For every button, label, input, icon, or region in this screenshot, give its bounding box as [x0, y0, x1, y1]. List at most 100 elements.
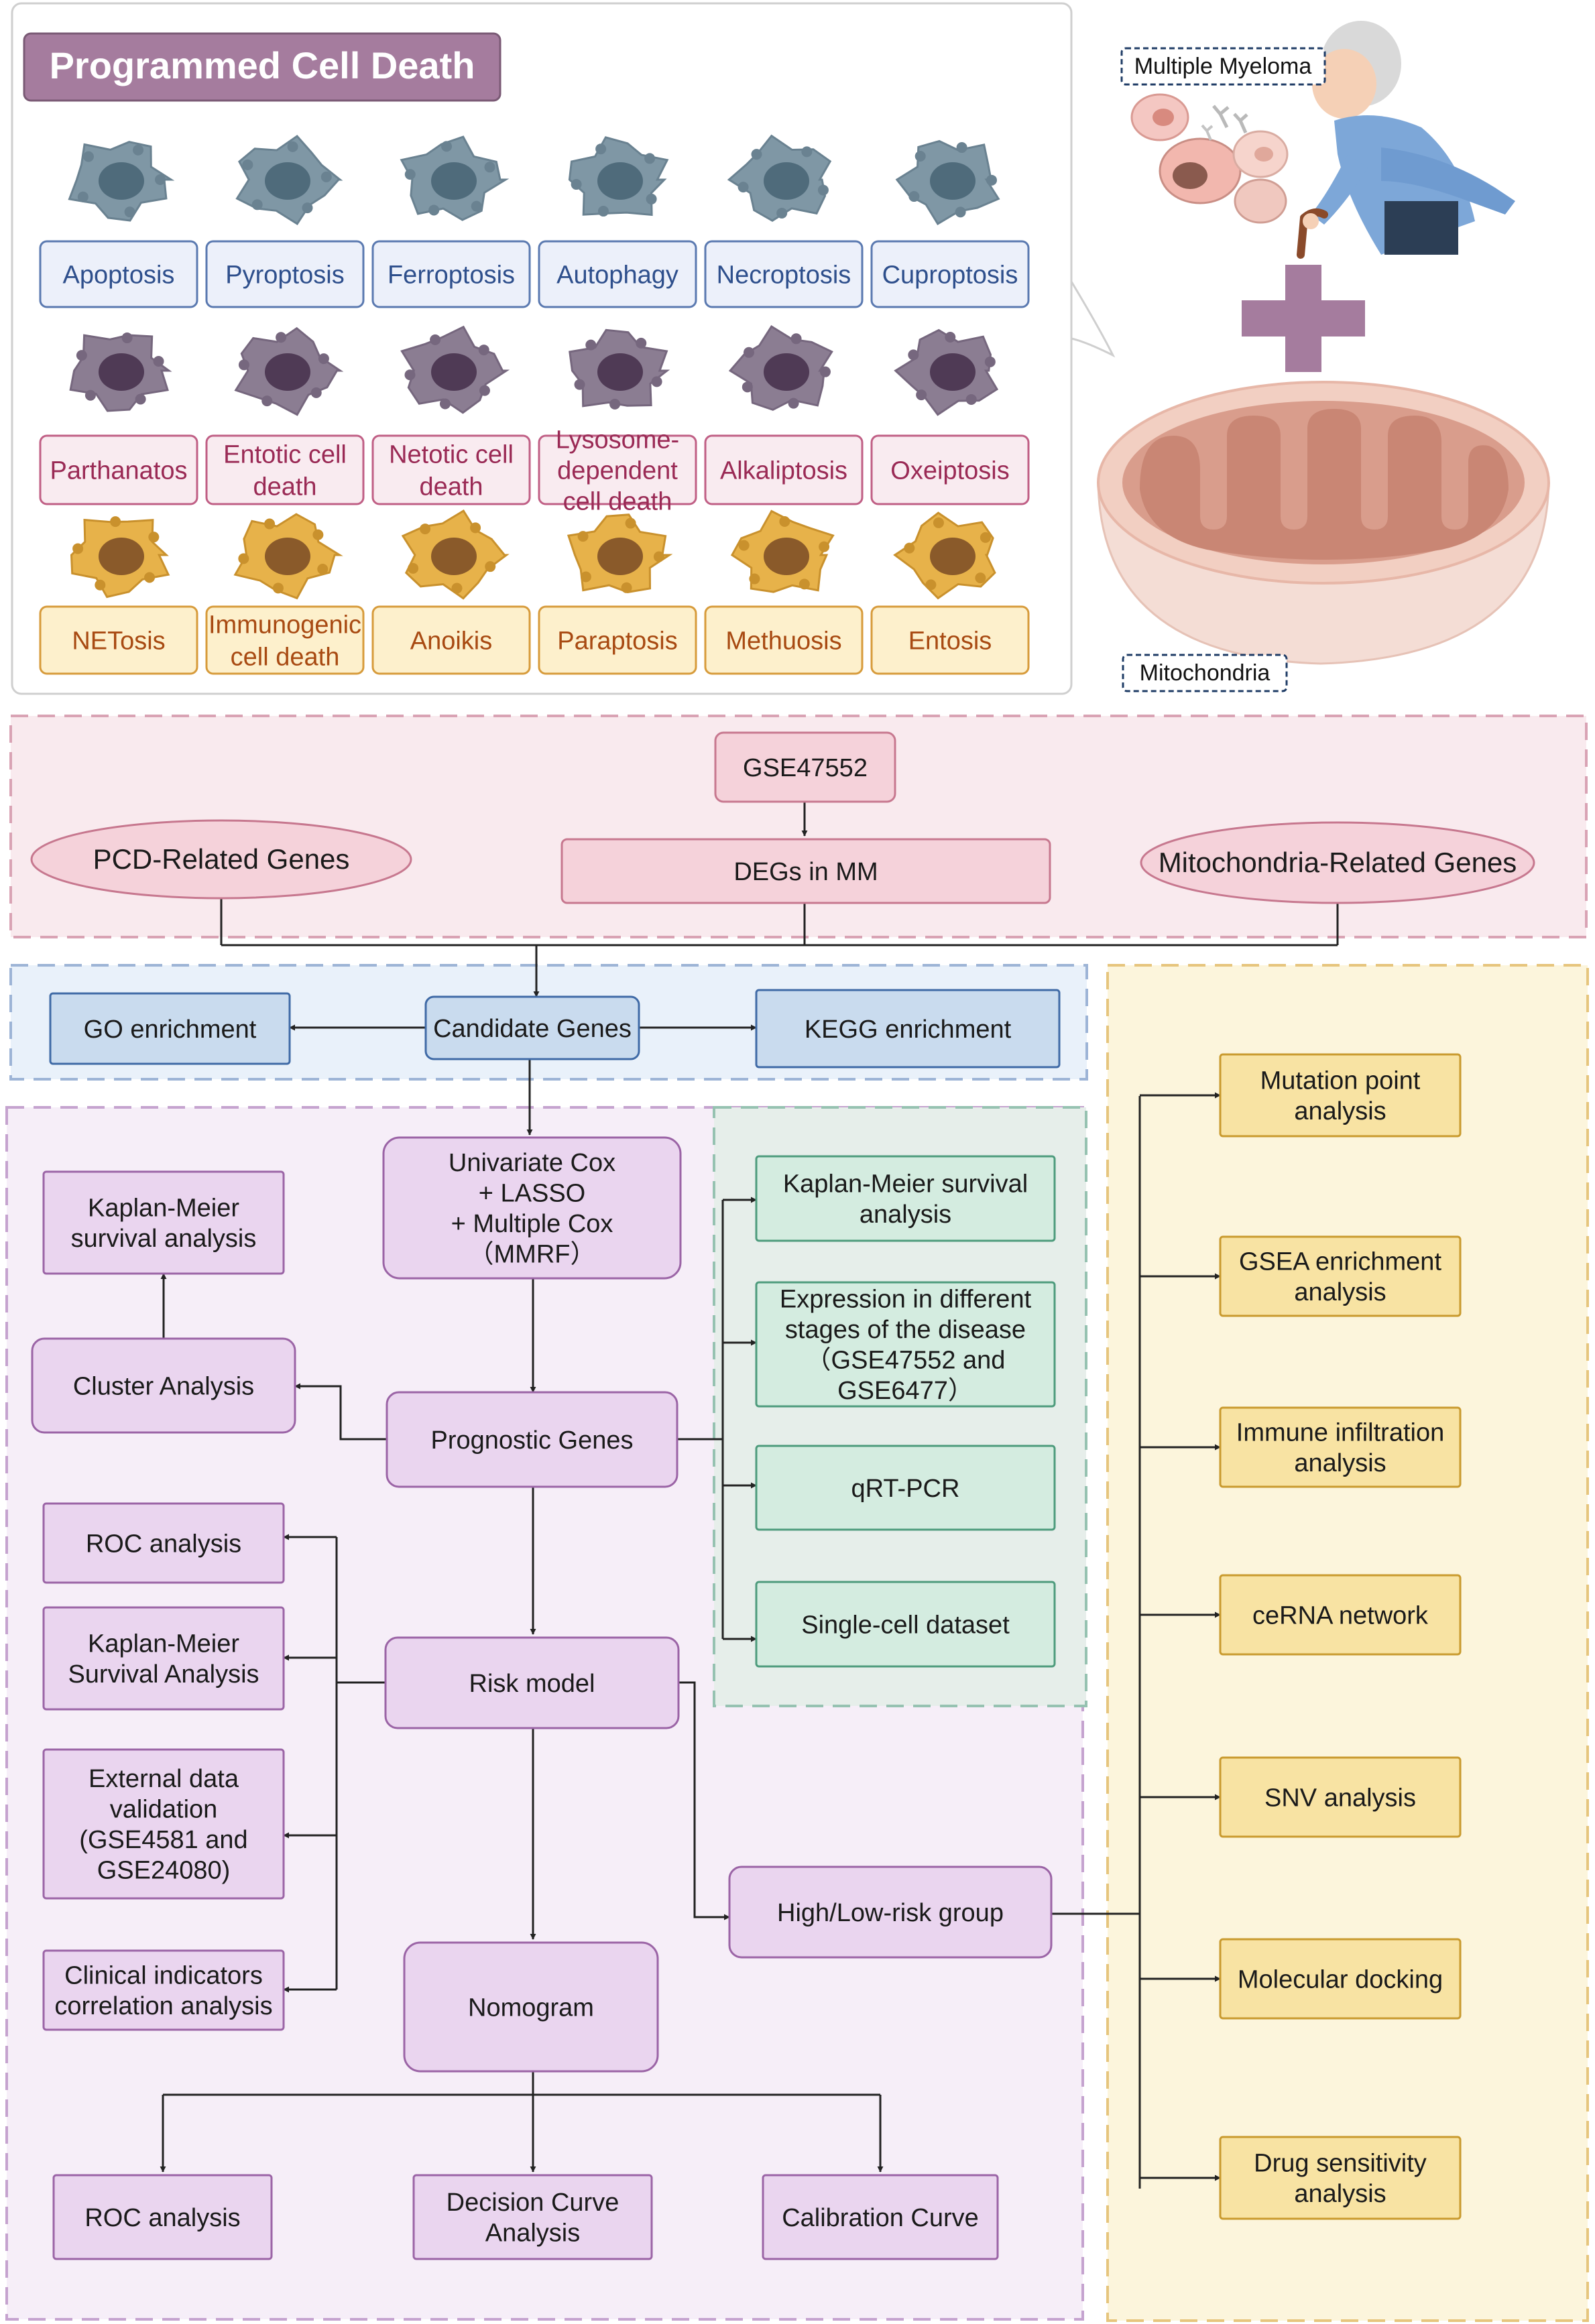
cell-icon-fragment — [287, 141, 298, 152]
right-item-3-text: ceRNA network — [1252, 1601, 1429, 1630]
right-item-5-text: Molecular docking — [1238, 1965, 1443, 1994]
km-top-box-text: survival analysis — [71, 1225, 257, 1253]
cell-icon-fragment — [965, 393, 977, 405]
right-item-3-shape — [1219, 1574, 1462, 1656]
pcd-cell-0-0: Apoptosis — [39, 141, 198, 308]
dca-box-text: Analysis — [485, 2219, 581, 2248]
prognostic-box: Prognostic Genes — [386, 1391, 678, 1488]
cell-icon-fragment — [738, 540, 750, 551]
right-item-4-text: SNV analysis — [1264, 1784, 1416, 1812]
right-item-0-text: Mutation point — [1260, 1067, 1421, 1095]
cell-icon-fragment — [819, 366, 831, 377]
val-singlecell-box-shape — [755, 1581, 1056, 1668]
cell-icon-fragment — [636, 337, 647, 349]
gse-box-shape — [714, 731, 896, 803]
right-item-3: ceRNA network — [1219, 1574, 1462, 1656]
speech-tail — [1070, 278, 1116, 358]
right-item-2-shape — [1219, 1406, 1462, 1488]
cell-icon-fragment — [749, 573, 760, 585]
cluster-box: Cluster Analysis — [31, 1337, 296, 1434]
pcd-label-box — [371, 434, 531, 505]
pcd-label: Ferroptosis — [388, 261, 515, 289]
cell-icon-nucleus — [265, 162, 310, 200]
pcd-cell-0-1: Pyroptosis — [205, 135, 365, 308]
degs-box-shape — [560, 838, 1051, 904]
cell-icon-fragment — [272, 583, 284, 594]
pcd-label-box — [870, 605, 1030, 675]
cell-icon-fragment — [904, 542, 915, 554]
cell-icon-fragment — [408, 562, 419, 574]
cell-icon-fragment — [597, 206, 609, 217]
highlow-box-text: High/Low-risk group — [777, 1899, 1004, 1927]
val-qrtpcr-box: qRT-PCR — [755, 1445, 1056, 1531]
cell-icon-fragment — [251, 199, 263, 210]
pcd-label-box — [538, 605, 697, 675]
pcd-cell-2-3: Paraptosis — [538, 513, 697, 675]
right-item-4: SNV analysis — [1219, 1756, 1462, 1838]
val-km-box-text: Kaplan-Meier survival — [783, 1170, 1028, 1199]
cell-icon-fragment — [621, 582, 632, 593]
cell-icon-fragment — [77, 191, 88, 202]
val-km-box-text: analysis — [860, 1201, 951, 1229]
cell-icon-nucleus — [431, 538, 477, 575]
val-expression-box-text: stages of the disease — [785, 1316, 1026, 1344]
roc-top-box-shape — [42, 1502, 285, 1584]
cell-icon-fragment — [574, 379, 585, 390]
cell-icon-fragment — [478, 345, 489, 356]
cell-icon-nucleus — [99, 538, 144, 575]
cell-icon-nucleus — [597, 162, 643, 200]
go-box-shape — [49, 992, 291, 1065]
candidate-box-shape — [424, 995, 640, 1060]
cell-icon-fragment — [95, 579, 106, 591]
cox-box: Univariate Cox+ LASSO+ Multiple Cox（MMRF… — [382, 1136, 682, 1280]
nomogram-box-shape — [403, 1941, 659, 2073]
pcd-cell-1-0: Parthanatos — [39, 332, 198, 505]
cell-icon-fragment — [404, 169, 416, 180]
cell-icon-fragment — [428, 204, 440, 216]
cell-icon-fragment — [317, 564, 329, 575]
pcd-label-box — [704, 434, 864, 505]
pcd-label: Parthanatos — [50, 456, 188, 485]
go-box-text: GO enrichment — [84, 1016, 257, 1044]
pcd-label-box — [371, 240, 531, 308]
cell-icon-fragment — [799, 578, 810, 590]
external-box-text: GSE24080) — [97, 1857, 231, 1885]
pcd-label-box — [205, 240, 365, 308]
cell-icon-fragment — [986, 174, 997, 186]
cell-icon-fragment — [914, 151, 926, 162]
mito-label: Mitochondria — [1140, 660, 1271, 686]
cell-icon-fragment — [153, 356, 164, 367]
go-box: GO enrichment — [49, 992, 291, 1065]
gse-box: GSE47552 — [714, 731, 896, 803]
km-mid-box-text: Kaplan-Meier — [88, 1630, 239, 1658]
cell-icon-nucleus — [764, 162, 809, 200]
pcd-label: Lysosome- — [556, 426, 679, 454]
risk-box-text: Risk model — [469, 1670, 595, 1698]
cell-icon-fragment — [984, 356, 996, 367]
mito-genes-text: Mitochondria-Related Genes — [1159, 847, 1517, 878]
cell-icon-fragment — [817, 184, 829, 196]
cell-icon-fragment — [430, 334, 441, 345]
cell-icon-nucleus — [431, 162, 477, 200]
pcd-cell-1-4: Alkaliptosis — [704, 325, 864, 505]
pcd-label: Entosis — [908, 627, 992, 655]
cell-icon-nucleus — [930, 353, 976, 391]
cell-icon-fragment — [148, 532, 160, 543]
pcd-label: Anoikis — [410, 627, 493, 655]
kegg-box: KEGG enrichment — [755, 989, 1061, 1068]
val-expression-box-text: Expression in different — [780, 1285, 1032, 1313]
cell-icon-nucleus — [99, 162, 144, 200]
cell-icon-fragment — [925, 579, 937, 591]
external-box-text: External data — [88, 1765, 239, 1793]
val-km-box-shape — [755, 1155, 1056, 1242]
elderly-person-icon — [1297, 21, 1515, 259]
